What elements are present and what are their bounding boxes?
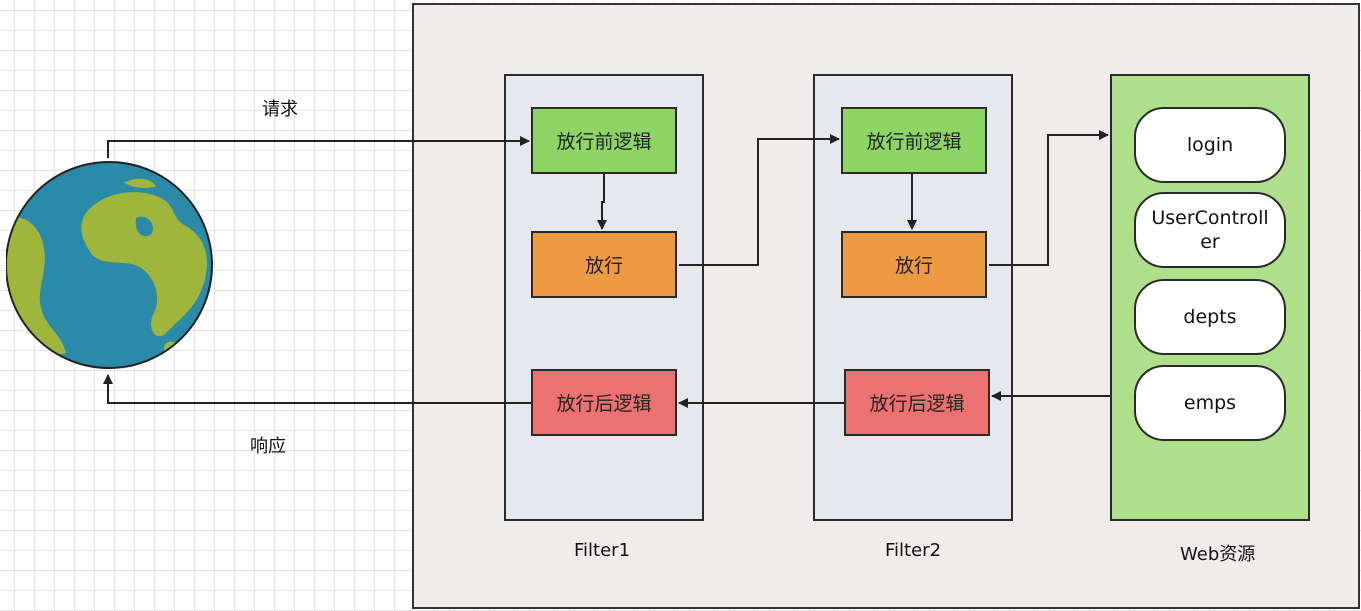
request-label: 请求: [262, 99, 298, 120]
resource-depts: depts: [1134, 279, 1286, 355]
globe-icon: [6, 161, 213, 369]
response-arrow: [103, 374, 531, 404]
filter2-label: Filter2: [885, 540, 942, 561]
filter2-before-logic: 放行前逻辑: [841, 107, 987, 174]
request-arrow: [107, 136, 530, 158]
filter2-pass: 放行: [841, 231, 987, 298]
web-resource-label: Web资源: [1180, 544, 1256, 565]
filter1-pass: 放行: [531, 231, 677, 298]
response-label: 响应: [250, 436, 286, 457]
filter1-to-filter2-arrow: [679, 134, 840, 266]
filter2-to-web-arrow: [989, 130, 1109, 266]
filter1-label: Filter1: [574, 540, 631, 561]
filter2-after-logic: 放行后逻辑: [844, 369, 990, 436]
filter1-before-to-pass-arrow: [597, 174, 607, 230]
resource-emps: emps: [1134, 365, 1286, 441]
filter1-after-logic: 放行后逻辑: [531, 369, 677, 436]
resource-login: login: [1134, 107, 1286, 183]
filter1-before-logic: 放行前逻辑: [531, 107, 677, 174]
resource-usercontroller: UserController: [1134, 192, 1286, 268]
